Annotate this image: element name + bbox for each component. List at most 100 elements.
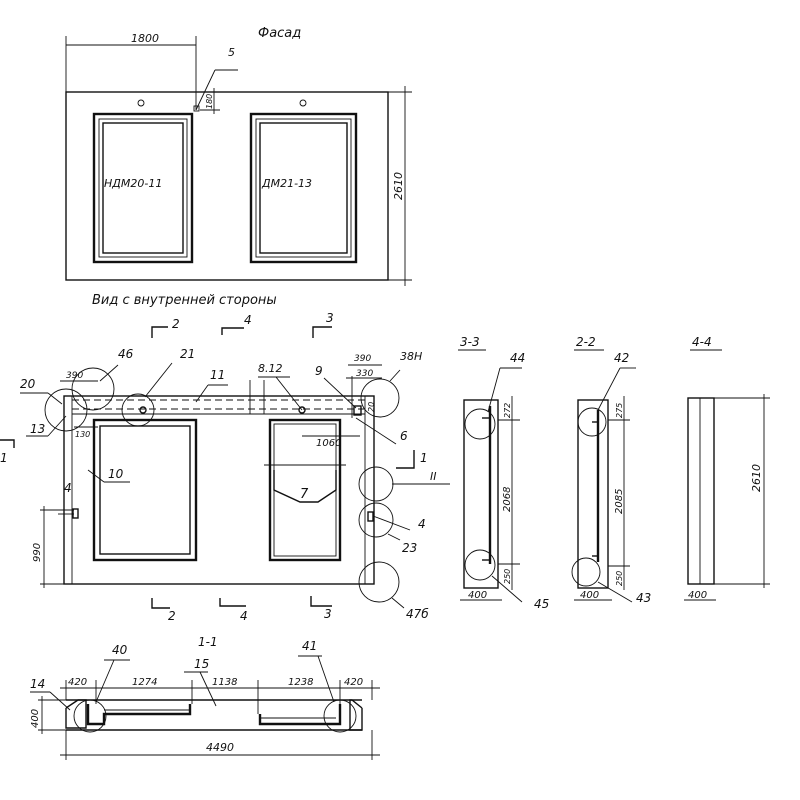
section22-callout-circle-top (577, 407, 607, 437)
plan-right-end (349, 699, 363, 731)
callout-6: 6 (400, 429, 408, 443)
callout-4-right: 4 (418, 517, 426, 531)
leader-38n (389, 369, 401, 382)
dim-990: 990 (32, 543, 43, 562)
section22-dim-bot: 250 (615, 571, 624, 586)
plan-leader-40 (95, 659, 115, 703)
section44-dim-width: 400 (688, 590, 707, 601)
dim-390-right: 390 (354, 354, 371, 364)
section22-callout-43: 43 (636, 591, 651, 605)
section22-body (577, 399, 609, 589)
feature-4-left (72, 508, 79, 519)
section-1-left-mark (0, 439, 15, 448)
leader-4-right (372, 515, 411, 531)
section44-dim-height: 2610 (750, 464, 763, 492)
window-left-label: НДМ20-11 (104, 177, 162, 190)
section-2-2: 2-2 42 43 275 2085 250 400 (571, 335, 651, 605)
plan-left-end (65, 699, 87, 729)
callout-38n: 38Н (400, 350, 422, 363)
section33-callout-44: 44 (510, 351, 525, 365)
section22-leader-bot (597, 581, 633, 603)
top-mark-4-label: 4 (244, 313, 252, 327)
callout-23: 23 (402, 541, 417, 555)
facade-window-left-glass (102, 122, 184, 254)
callout-21: 21 (180, 347, 195, 361)
facade-window-right-glass (259, 122, 348, 254)
leader-9 (323, 377, 357, 409)
top-mark-3 (312, 326, 332, 338)
top-mark-4 (221, 327, 244, 335)
dim-20: 20 (367, 402, 376, 412)
section11-title: 1-1 (198, 635, 218, 649)
callout-circle-23 (358, 502, 394, 538)
section-1-1: 1-1 40 41 15 14 420 1274 (30, 635, 380, 760)
section33-leader-bot (491, 575, 523, 603)
leader-21 (144, 362, 173, 398)
plan-dim-420-left: 420 (68, 677, 87, 688)
callout-circle-47 (358, 561, 400, 603)
section33-dim-width: 400 (468, 590, 487, 601)
callout-11: 11 (210, 368, 225, 382)
plan-callout-40: 40 (112, 643, 128, 657)
section44-title: 4-4 (692, 335, 712, 349)
section22-dim-mid: 2085 (614, 489, 625, 514)
top-mark-3-label: 3 (326, 311, 334, 325)
facade-dim-width: 1800 (131, 32, 159, 45)
callout-47: 47б (406, 607, 429, 621)
callout-13: 13 (30, 422, 45, 436)
section22-callout-circle-bot (571, 557, 601, 587)
leader-13 (47, 415, 67, 437)
leader-10 (87, 469, 105, 483)
facade-window-right-frame (255, 118, 352, 258)
lifting-hole-left (137, 99, 145, 107)
facade-window-left (92, 112, 194, 264)
callout-812: 8.12 (258, 362, 283, 375)
plan-dim-400: 400 (30, 709, 41, 728)
leader-6 (355, 417, 397, 445)
bottom-mark-3 (310, 596, 332, 607)
section-3-3: 3-3 44 45 272 2068 250 400 (458, 335, 549, 611)
callout-4-left: 4 (64, 481, 72, 495)
callout-1-right: 1 (420, 451, 428, 465)
inner-door (268, 418, 342, 562)
anchor-21 (139, 406, 147, 414)
top-mark-2-label: 2 (172, 317, 180, 331)
anchor-812 (298, 406, 306, 414)
plan-leader-15 (199, 671, 217, 707)
callout-circle-38n (360, 378, 400, 418)
section33-body (463, 399, 499, 589)
dim-1060: 1060 (316, 438, 341, 449)
section33-dim-bot: 250 (503, 569, 512, 584)
callout-II: II (430, 470, 437, 483)
facade-panel (65, 91, 389, 281)
leader-20 (47, 392, 63, 405)
window-right-label: ДМ21-13 (261, 177, 312, 190)
callout-10: 10 (108, 467, 124, 481)
plan-callout-41: 41 (302, 639, 317, 653)
bottom-mark-2 (151, 598, 170, 609)
plan-dim-1238: 1238 (288, 677, 313, 688)
leader-812 (275, 376, 303, 411)
facade-view: Фасад 1800 5 180 2610 НДМ20-11 (65, 26, 412, 286)
section22-dim-top: 275 (615, 403, 624, 418)
facade-leader-5 (195, 69, 216, 111)
facade-title: Фасад (258, 26, 301, 41)
dim-130: 130 (75, 430, 90, 439)
bottom-mark-2-label: 2 (168, 609, 176, 623)
callout-20: 20 (20, 377, 36, 391)
plan-dim-1138: 1138 (212, 677, 237, 688)
inner-view: Вид с внутренней стороны 2 4 3 7 (0, 293, 450, 623)
plan-dim-420-right: 420 (344, 677, 363, 688)
callout-1-left: 1 (0, 451, 8, 465)
inner-panel (63, 395, 375, 585)
section33-leader-top (487, 367, 501, 413)
callout-7: 7 (300, 487, 309, 502)
inner-window-left-glass (99, 425, 191, 555)
section33-callout-45: 45 (534, 597, 549, 611)
facade-dim-small: 180 (205, 94, 214, 109)
bottom-mark-3-label: 3 (324, 607, 332, 621)
facade-dim-height: 2610 (392, 172, 405, 200)
dim-330: 330 (356, 369, 373, 379)
inner-title: Вид с внутренней стороны (92, 293, 277, 308)
